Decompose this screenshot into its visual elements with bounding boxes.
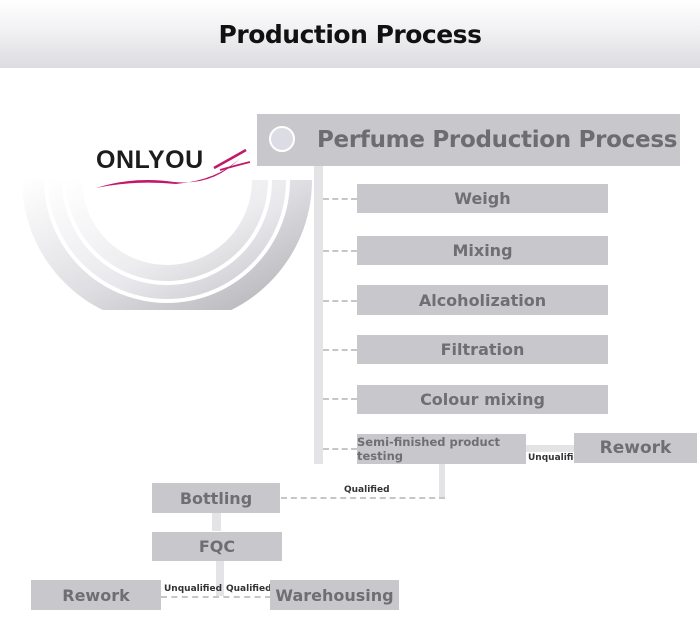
step-colour-mixing: Colour mixing [357,385,608,414]
step-label: Alcoholization [418,290,547,310]
bottling-box: Bottling [152,483,280,513]
fqc-branch-dashed [161,596,271,598]
step-label: Semi-finished product testing [357,435,501,463]
fqc-vertical-connector [216,561,224,596]
bottling-label: Bottling [179,488,253,508]
onlyou-logo: ONLYOU [96,146,204,175]
step-weigh: Weigh [357,184,608,213]
logo-text: ONLYOU [96,146,204,174]
rework-label: Rework [599,438,672,458]
bottling-fqc-connector [212,513,221,531]
page-title: Production Process [218,19,482,49]
step-connector [323,250,357,252]
bullet-circle-icon [269,126,295,152]
step-connector [323,300,357,302]
fqc-label: FQC [198,537,236,556]
main-process-box: Perfume Production Process [257,114,680,166]
inner-arc [66,180,268,281]
step-connector [323,198,357,200]
rework-box-bottom: Rework [31,580,161,610]
logo-swoosh-icon [96,148,251,188]
step-connector [323,398,357,400]
step-connector [323,448,357,450]
rework-box-top: Rework [574,433,697,463]
main-process-title: Perfume Production Process [317,127,678,153]
header-banner: Production Process [0,0,700,68]
step-semi-finished-testing: Semi-finished product testing [357,434,526,464]
qualified-connector-dashed [281,497,445,499]
rework-label: Rework [62,585,130,605]
step-label: Weigh [454,189,511,208]
qualified-label: Qualified [226,584,272,594]
middle-arc [48,180,286,299]
step-label: Colour mixing [420,390,545,409]
warehousing-label: Warehousing [275,585,394,605]
unqualified-label: Unqualified [528,453,587,463]
step-label: Filtration [440,340,525,359]
unqualified-label: Unqualified [164,584,223,594]
fqc-box: FQC [152,532,282,561]
step-alcoholization: Alcoholization [357,285,608,315]
step-label: Mixing [452,241,513,260]
qualified-label: Qualified [344,485,390,495]
step-filtration: Filtration [357,335,608,364]
qualified-connector-vertical [439,464,445,497]
decorative-arcs [22,180,312,310]
step-mixing: Mixing [357,236,608,265]
unqualified-connector [526,445,574,452]
step-connector [323,349,357,351]
main-vertical-connector [314,166,323,464]
warehousing-box: Warehousing [270,580,399,610]
